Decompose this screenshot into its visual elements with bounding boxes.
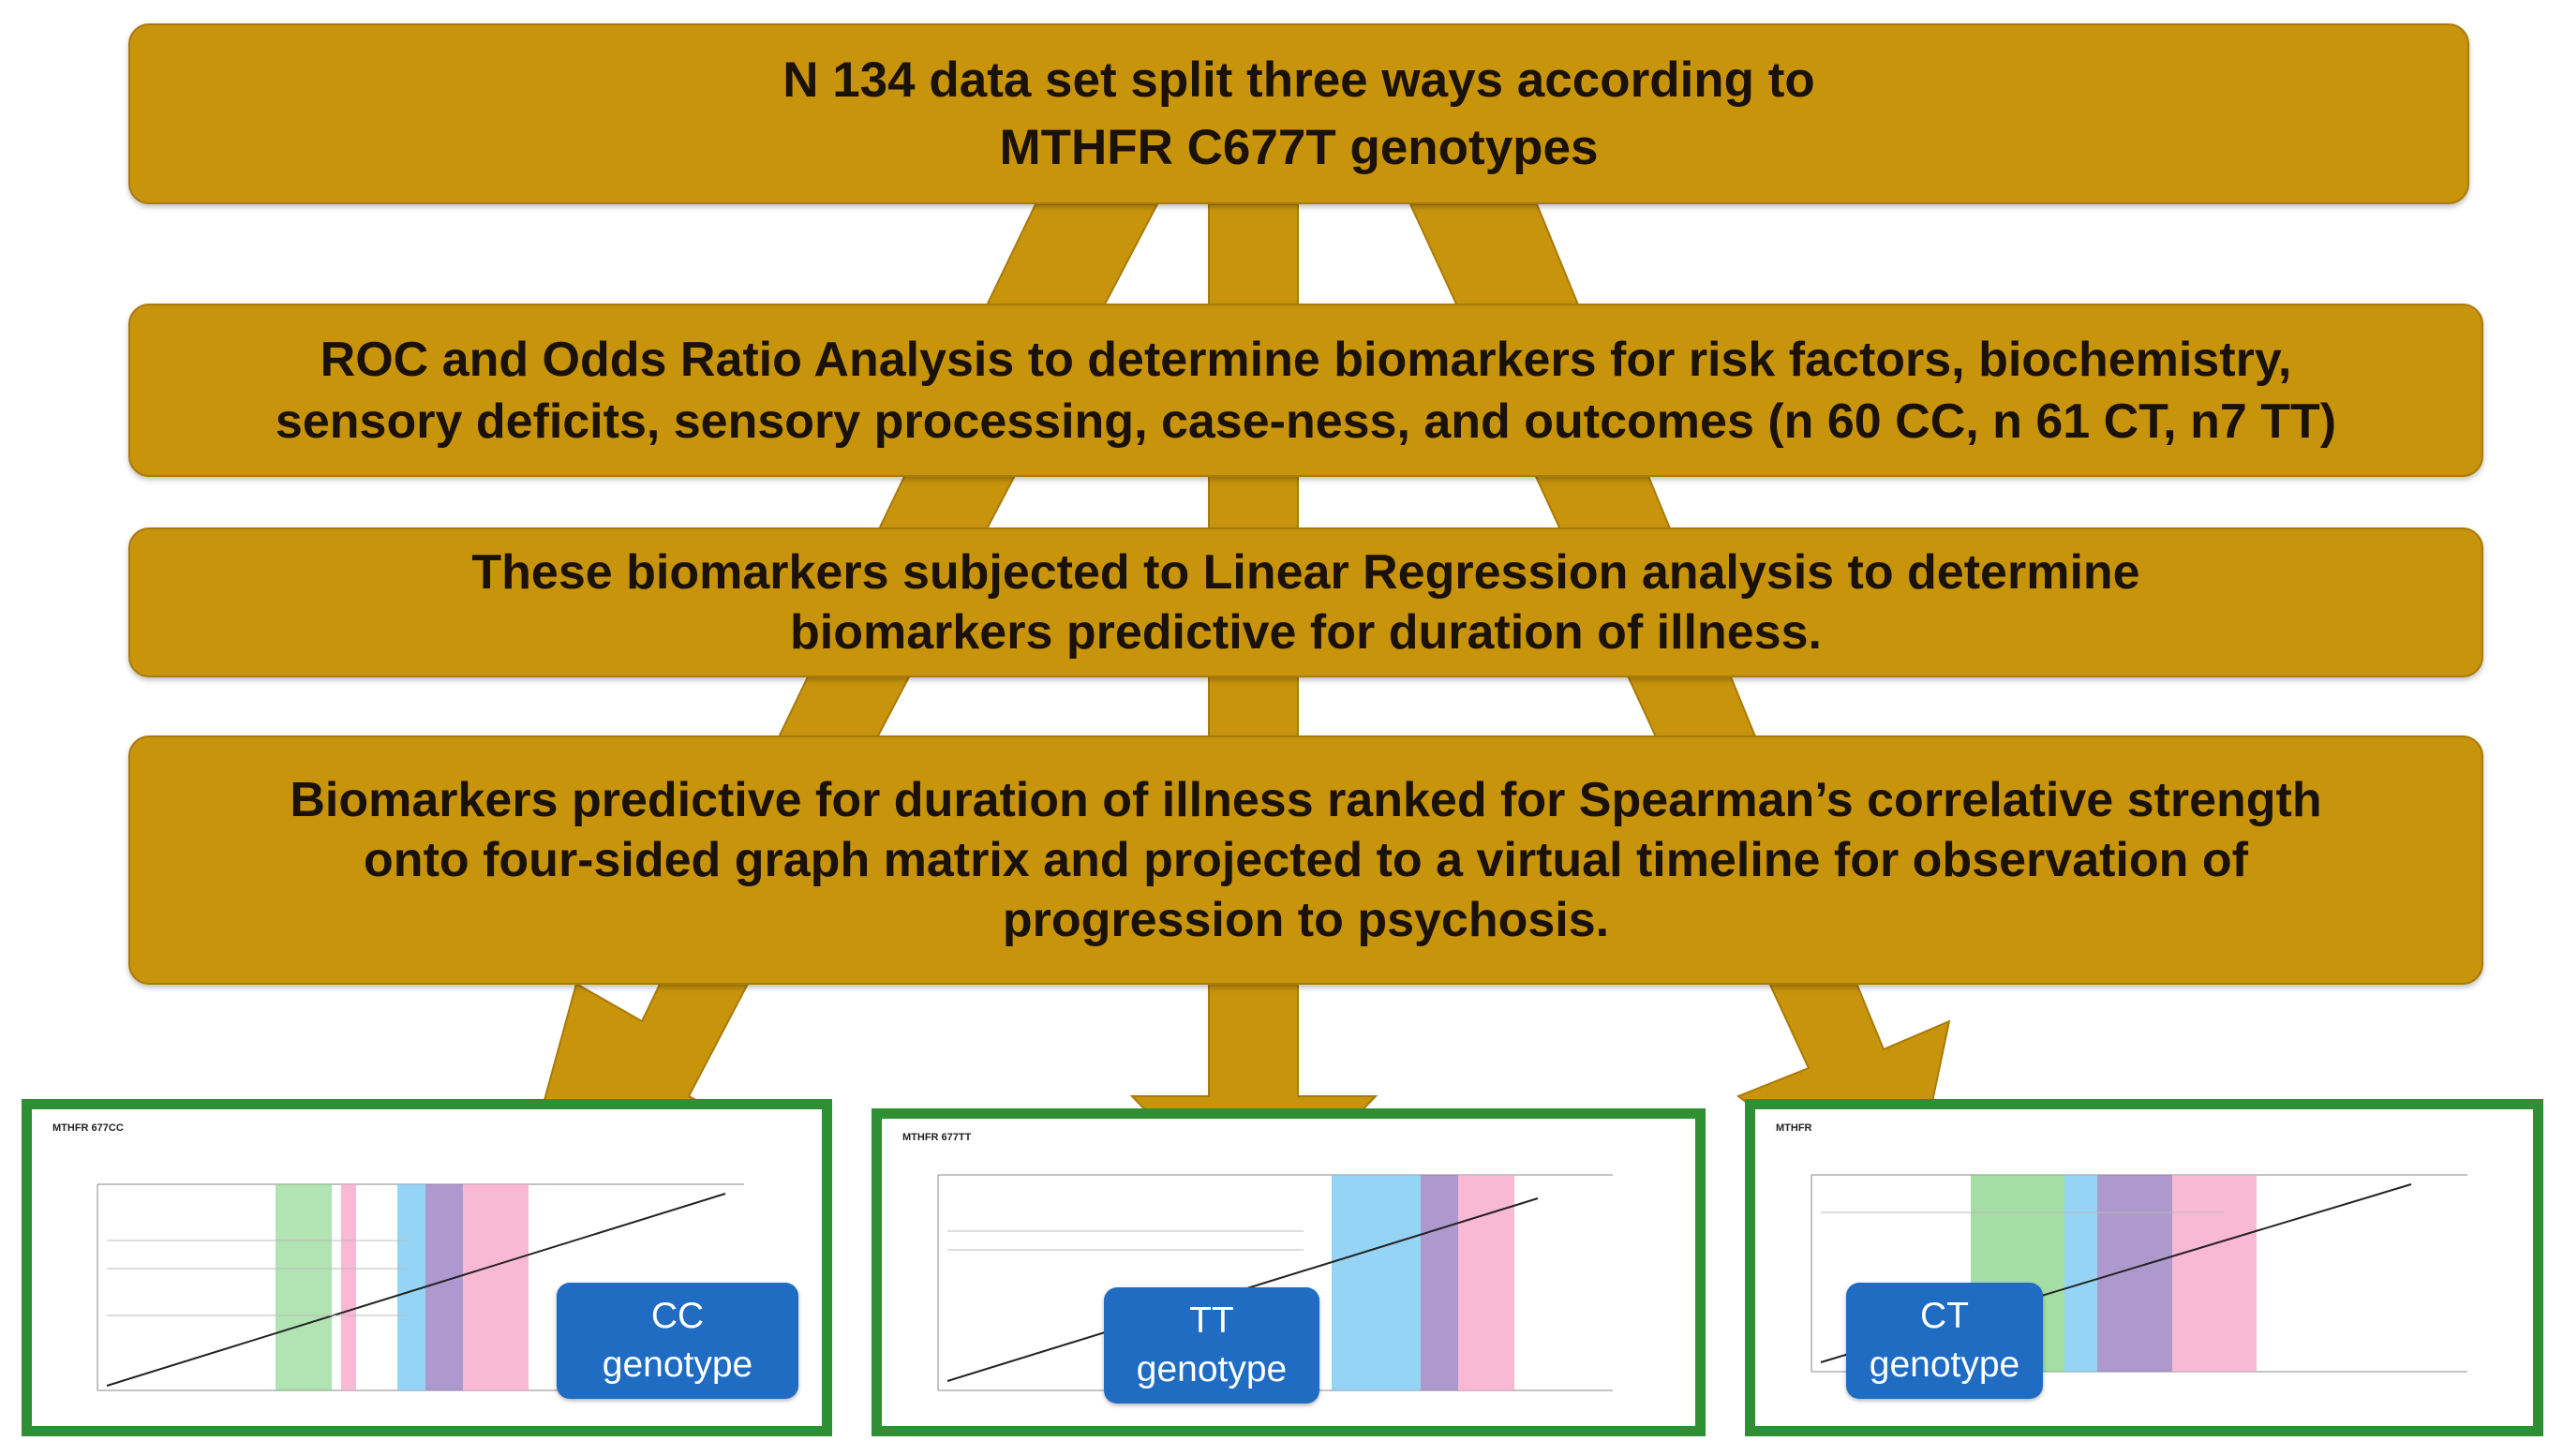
- step-text-line: MTHFR C677T genotypes: [999, 119, 1599, 175]
- step-text-line: progression to psychosis.: [1002, 893, 1610, 947]
- step-text-line: These biomarkers subjected to Linear Reg…: [471, 545, 2140, 600]
- badge-label: genotype: [1869, 1345, 2020, 1385]
- badge-label: genotype: [1136, 1349, 1288, 1389]
- cc-genotype-badge: CC genotype: [557, 1283, 798, 1399]
- step-split-dataset: N 134 data set split three ways accordin…: [128, 23, 2469, 204]
- badge-genotype: CT: [1920, 1296, 1969, 1336]
- cc-graph-thumbnail: [32, 1109, 822, 1426]
- badge-label: genotype: [602, 1345, 753, 1385]
- step-text-line: biomarkers predictive for duration of il…: [790, 605, 1822, 660]
- step-text-line: N 134 data set split three ways accordin…: [782, 52, 1815, 108]
- panel-title: MTHFR 677CC: [52, 1122, 124, 1134]
- badge-genotype: TT: [1189, 1300, 1234, 1341]
- step-spearman-ranking: Biomarkers predictive for duration of il…: [128, 735, 2483, 985]
- step-text-line: onto four-sided graph matrix and project…: [364, 833, 2248, 887]
- tt-graph-panel: MTHFR 677TT TT genotype: [872, 1108, 1706, 1436]
- panel-title: MTHFR: [1776, 1122, 1812, 1134]
- step-linear-regression: These biomarkers subjected to Linear Reg…: [128, 527, 2483, 677]
- cc-graph-panel: MTHFR 677CC CC genotype: [22, 1099, 832, 1436]
- step-text-line: Biomarkers predictive for duration of il…: [290, 773, 2322, 827]
- step-roc-odds-ratio: ROC and Odds Ratio Analysis to determine…: [128, 304, 2483, 477]
- ct-genotype-badge: CT genotype: [1846, 1283, 2043, 1399]
- ct-graph-panel: MTHFR CT genotype: [1745, 1099, 2543, 1436]
- step-text-line: sensory deficits, sensory processing, ca…: [275, 394, 2337, 449]
- tt-genotype-badge: TT genotype: [1104, 1287, 1319, 1404]
- step-text-line: ROC and Odds Ratio Analysis to determine…: [320, 332, 2292, 387]
- badge-genotype: CC: [650, 1296, 705, 1336]
- panel-title: MTHFR 677TT: [902, 1132, 972, 1143]
